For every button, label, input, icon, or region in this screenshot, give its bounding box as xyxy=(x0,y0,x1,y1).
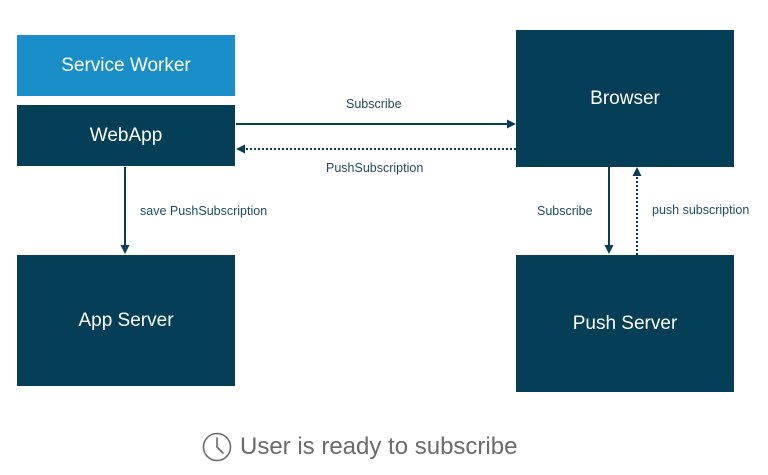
subscribe-arrow-down xyxy=(604,167,614,254)
webapp-box: WebApp xyxy=(17,105,235,166)
push-subscription-arrow-left xyxy=(236,144,516,154)
clock-icon xyxy=(202,432,232,462)
push-subscription-arrow-up xyxy=(632,167,642,255)
webapp-label: WebApp xyxy=(89,124,163,146)
subscribe-label-top: Subscribe xyxy=(346,97,402,111)
app-server-label: App Server xyxy=(78,309,174,331)
push-subscription-label: PushSubscription xyxy=(326,161,424,175)
save-push-subscription-label: save PushSubscription xyxy=(140,204,268,218)
subscribe-label-down: Subscribe xyxy=(537,204,593,218)
push-subscription-up-label: push subscription xyxy=(652,203,750,217)
service-worker-box: Service Worker xyxy=(17,35,235,96)
app-server-box: App Server xyxy=(17,255,235,386)
service-worker-label: Service Worker xyxy=(61,54,191,76)
save-push-subscription-arrow-down xyxy=(120,167,130,254)
browser-box: Browser xyxy=(516,30,734,167)
browser-label: Browser xyxy=(590,88,660,109)
push-server-box: Push Server xyxy=(516,255,734,392)
caption: User is ready to subscribe xyxy=(202,427,517,467)
subscribe-arrow-right xyxy=(236,119,516,129)
push-server-label: Push Server xyxy=(572,312,678,334)
caption-text: User is ready to subscribe xyxy=(240,433,518,460)
